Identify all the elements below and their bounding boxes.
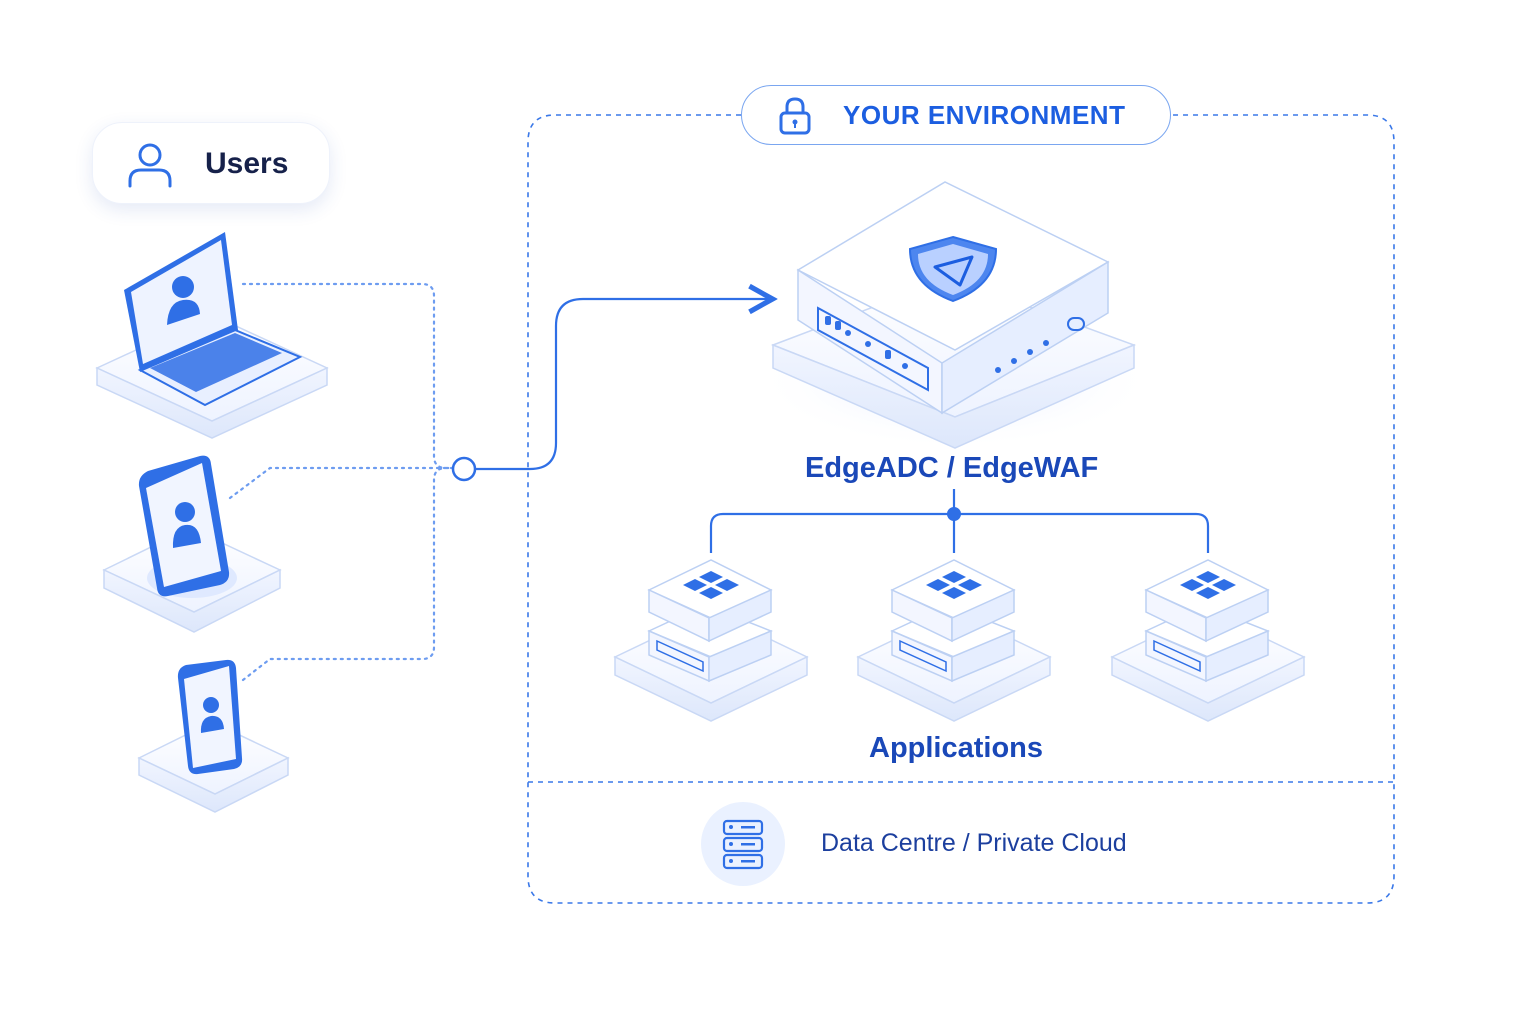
application-server-1 [613, 559, 809, 722]
windows-grid-icon [926, 571, 982, 599]
laptop-device [95, 232, 329, 439]
traffic-flow-arrow [476, 299, 770, 471]
users-pill: Users [92, 122, 330, 204]
lock-icon [779, 97, 811, 135]
environment-boundary [527, 114, 1395, 904]
phone-device [137, 659, 290, 813]
tablet-device [102, 455, 282, 633]
windows-grid-icon [1180, 571, 1236, 599]
user-icon [200, 697, 224, 733]
app-distribution-lines [709, 489, 1210, 553]
application-server-3 [1110, 559, 1306, 722]
application-server-2 [856, 559, 1052, 722]
shield-icon [908, 235, 998, 303]
applications-label: Applications [869, 732, 1044, 764]
windows-grid-icon [683, 571, 739, 599]
user-icon [128, 143, 172, 188]
user-icon [172, 502, 201, 548]
edgeadc-appliance [755, 181, 1155, 450]
device-connectors [228, 282, 454, 682]
datacenter-label: Data Centre / Private Cloud [821, 829, 1127, 857]
junction-node [451, 456, 477, 482]
users-label: Users [205, 147, 289, 180]
distribution-node [947, 507, 961, 521]
user-icon [167, 276, 200, 325]
environment-pill: YOUR ENVIRONMENT [741, 85, 1171, 145]
environment-label: YOUR ENVIRONMENT [843, 100, 1126, 130]
server-rack-icon [701, 802, 785, 886]
edgeadc-label: EdgeADC / EdgeWAF [805, 452, 1099, 484]
